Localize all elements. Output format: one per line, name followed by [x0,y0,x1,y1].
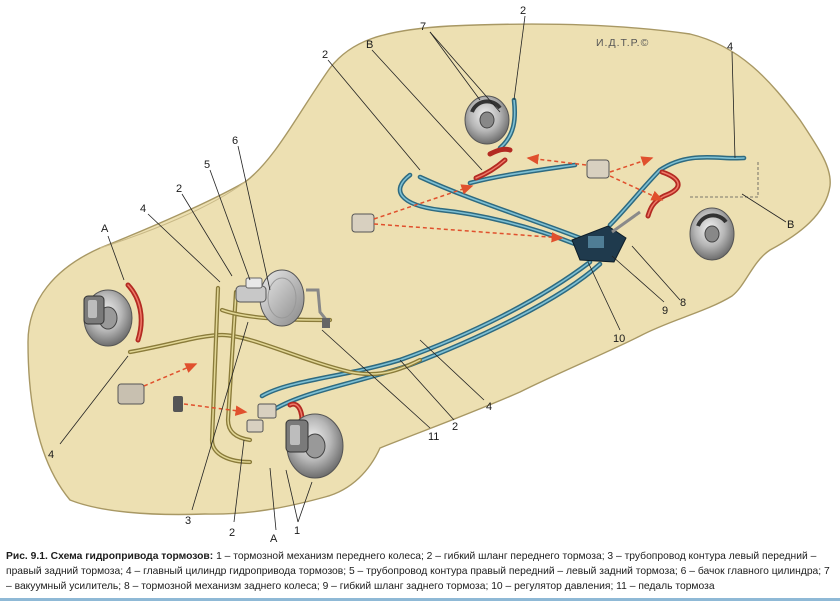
pressure-regulator [571,210,641,263]
callout-7: 7 [420,21,426,33]
rear-left-brake-drum [464,95,510,145]
callout-2-top: 2 [520,5,526,17]
callout-6: 6 [232,135,238,147]
callout-2-bottom: 2 [229,527,235,539]
callout-1-bottom: 1 [294,525,300,537]
callout-2-upper: 2 [322,49,328,61]
callout-9: 9 [662,305,668,317]
callout-A-top: А [101,223,109,235]
caption-text: 1 – тормозной механизм переднего колеса;… [6,551,830,592]
rear-right-brake-drum [689,207,735,261]
callout-5: 5 [204,159,210,171]
callout-4-mid: 4 [486,401,492,413]
caption-underline [0,598,840,601]
callout-leaders [59,15,787,531]
callout-2-mid: 2 [452,421,458,433]
figure-caption: Рис. 9.1. Схема гидропривода тормозов: 1… [6,549,834,594]
callout-10: 10 [613,333,625,345]
callout-8: 8 [680,297,686,309]
callout-4-bottom-left: 4 [48,449,54,461]
body-crease-line [99,181,246,249]
front-left-brake-mechanism [83,289,133,347]
callout-2-left: 2 [176,183,182,195]
watermark: И.Д.Т.Р.© [596,37,649,49]
front-right-brake-mechanism [285,413,344,479]
caption-title: Рис. 9.1. Схема гидропривода тормозов: [6,551,214,562]
callout-4-left: 4 [140,203,146,215]
callout-11: 11 [428,431,439,443]
vacuum-booster-assembly [235,269,330,328]
brake-system-diagram: А 4 2 5 6 4 3 2 А 1 1 11 2 4 10 9 8 2 В … [27,5,831,545]
callout-labels: А 4 2 5 6 4 3 2 А 1 1 11 2 4 10 9 8 2 В … [48,5,794,545]
loose-fittings [117,159,610,433]
assembly-arrows [143,154,664,416]
callout-A-bottom: А [270,533,278,545]
callout-B-upper: В [366,39,373,51]
callout-3: 3 [185,515,191,527]
callout-4-top-right: 4 [727,41,733,53]
callout-B-right: В [787,219,794,231]
dashed-guide-line [690,162,759,198]
